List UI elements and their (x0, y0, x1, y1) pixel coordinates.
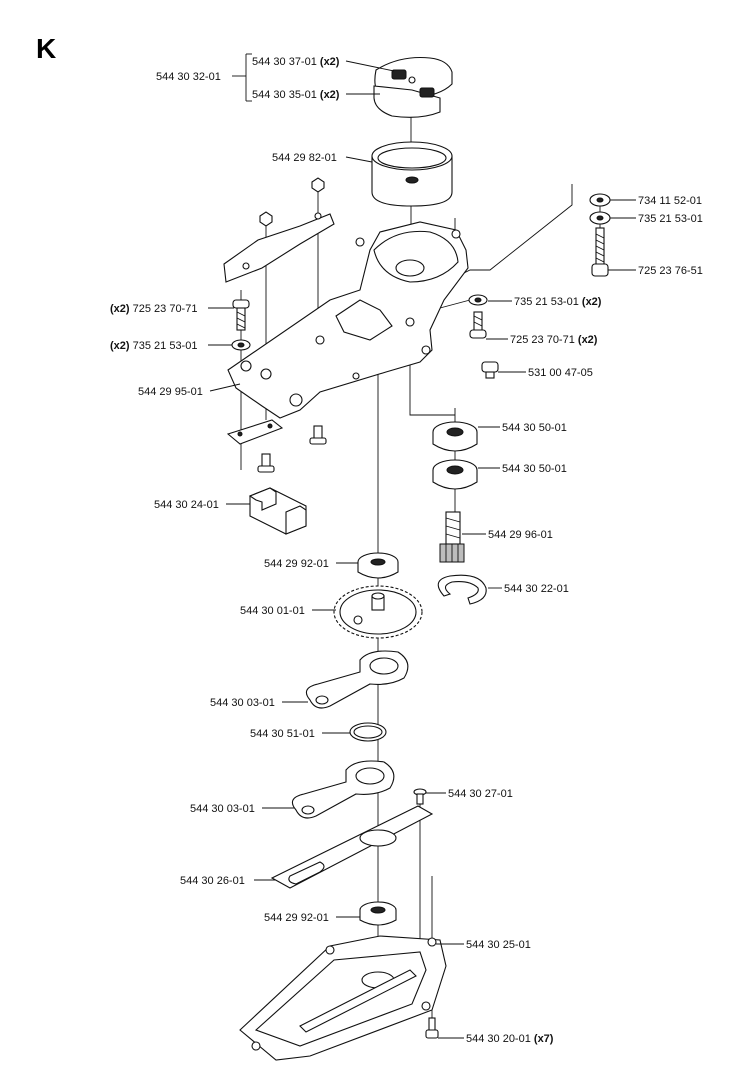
callout-clutch-drum: 544 29 82-01 (272, 152, 337, 164)
callout-pinion: 544 29 96-01 (488, 529, 553, 541)
cover-plate-part (239, 935, 447, 1061)
callout-bearing-lower: 544 29 92-01 (264, 912, 329, 924)
callout-screw-left: (x2) 725 23 70-71 (110, 303, 197, 315)
section-letter: K (36, 33, 56, 64)
callout-gear-housing: 544 29 95-01 (138, 386, 203, 398)
small-screw-part (413, 788, 427, 805)
callout-screw-cover: 544 30 20-01 (x7) (466, 1033, 554, 1045)
callout-washer-mid: 735 21 53-01 (638, 213, 703, 225)
right-top-fasteners (589, 193, 611, 277)
upper-bearing (357, 552, 399, 579)
callout-block: 544 30 24-01 (154, 499, 219, 511)
callout-labels: 544 30 32-01 544 30 37-01 (x2) 544 30 35… (110, 56, 703, 1045)
gear-housing-part (227, 221, 469, 419)
lower-bearing (359, 901, 397, 926)
callout-gear-wheel: 544 30 01-01 (240, 605, 305, 617)
callout-circlip: 544 30 22-01 (504, 583, 569, 595)
callout-conrod-1: 544 30 03-01 (210, 697, 275, 709)
callout-screw-right: 725 23 70-71 (x2) (510, 334, 598, 346)
retaining-ring-part (349, 722, 387, 742)
pinion-bearings (432, 421, 478, 490)
callout-bearing-a: 544 30 50-01 (502, 422, 567, 434)
callout-plug-screw: 531 00 47-05 (528, 367, 593, 379)
callout-retaining-ring: 544 30 51-01 (250, 728, 315, 740)
callout-bearing-b: 544 30 50-01 (502, 463, 567, 475)
callout-screw-small: 544 30 27-01 (448, 788, 513, 800)
gear-wheel-part (333, 585, 423, 639)
left-fasteners (231, 299, 251, 351)
callout-guide-plate: 544 30 26-01 (180, 875, 245, 887)
callout-bearing-upper: 544 29 92-01 (264, 558, 329, 570)
guide-plate-part (270, 805, 434, 889)
clutch-drum-part (371, 141, 453, 207)
lower-bracket (226, 419, 327, 473)
cover-screw-part (425, 1017, 439, 1039)
clutch-shoes (373, 56, 453, 118)
callout-assy-clutch: 544 30 32-01 (156, 71, 221, 83)
right-mid-fasteners (468, 294, 499, 379)
callout-washer-top: 734 11 52-01 (638, 195, 702, 207)
block-part (248, 487, 307, 535)
callout-clutch-shoe-1: 544 30 37-01 (x2) (252, 56, 340, 68)
callout-conrod-2: 544 30 03-01 (190, 803, 255, 815)
callout-screw-long: 725 23 76-51 (638, 265, 703, 277)
upper-bracket (223, 177, 335, 283)
callout-washer-left: (x2) 735 21 53-01 (110, 340, 197, 352)
callout-washer-right: 735 21 53-01 (x2) (514, 296, 602, 308)
leader-lines (208, 53, 636, 1039)
conrod-1-part (305, 650, 409, 709)
callout-cover-plate: 544 30 25-01 (466, 939, 531, 951)
conrod-2-part (291, 760, 395, 819)
circlip-part (437, 574, 487, 605)
pinion-part (439, 511, 465, 563)
callout-clutch-shoe-2: 544 30 35-01 (x2) (252, 89, 340, 101)
